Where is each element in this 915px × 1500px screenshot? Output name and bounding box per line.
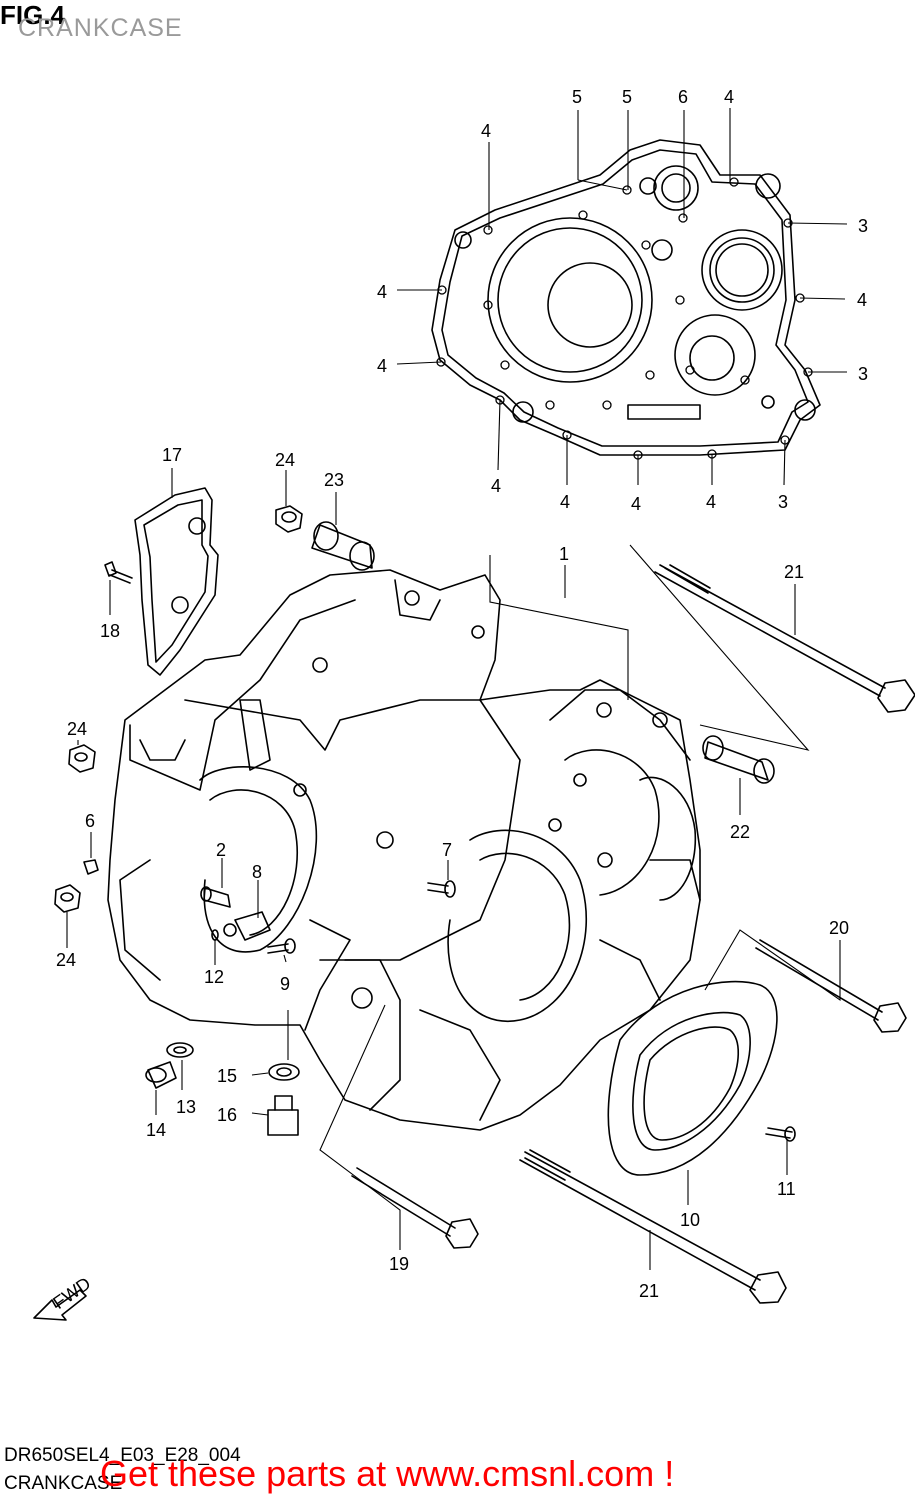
bolt-part-7 xyxy=(427,880,456,898)
crankcase-body-part xyxy=(107,569,701,1131)
callout-4-top-right: 4 xyxy=(724,87,734,107)
stud-bolt-part-21-bottom xyxy=(519,1149,787,1304)
nut-part-24-top xyxy=(275,505,303,533)
plug-part-16 xyxy=(267,1095,299,1136)
diagram-code: DR650SEL4_E03_E28_004 xyxy=(4,1445,241,1466)
seal-plate-part-10 xyxy=(607,980,778,1176)
callout-3a: 3 xyxy=(858,216,868,236)
nut-part-24-lower xyxy=(54,884,81,913)
callout-23: 23 xyxy=(324,470,344,490)
callout-18: 18 xyxy=(100,621,120,641)
callout-4-bottom-a: 4 xyxy=(491,476,501,496)
bracket-part-17 xyxy=(134,487,219,676)
diagram-name: CRANKCASE xyxy=(4,1473,123,1494)
dowel-part-23 xyxy=(311,521,375,571)
drain-plug-part-14 xyxy=(145,1061,177,1089)
callout-13: 13 xyxy=(176,1097,196,1117)
callout-15: 15 xyxy=(217,1066,237,1086)
bolt-part-19 xyxy=(351,1167,479,1249)
callout-8: 8 xyxy=(252,862,262,882)
callout-leader-lines xyxy=(66,108,848,1270)
bolt-part-18 xyxy=(104,561,133,584)
callout-9: 9 xyxy=(280,974,290,994)
callout-4-bottom-d: 4 xyxy=(706,492,716,512)
callout-24-left: 24 xyxy=(67,719,87,739)
callout-24-lower: 24 xyxy=(56,950,76,970)
callout-4-left-a: 4 xyxy=(377,282,387,302)
crankcase-gasket-part xyxy=(431,139,821,456)
callout-16: 16 xyxy=(217,1105,237,1125)
callout-6: 6 xyxy=(85,811,95,831)
dowel-part-22 xyxy=(702,735,775,784)
callout-12: 12 xyxy=(204,967,224,987)
callout-4-bottom-c: 4 xyxy=(631,494,641,514)
callout-2: 2 xyxy=(216,840,226,860)
figure-subtitle: CRANKCASE xyxy=(18,14,183,42)
stud-bolt-part-21-top xyxy=(654,564,915,713)
callout-17: 17 xyxy=(162,445,182,465)
callout-5c: 6 xyxy=(678,87,688,107)
callout-3c: 3 xyxy=(778,492,788,512)
callout-4-bottom-b: 4 xyxy=(560,492,570,512)
figure-number: FIG.4 xyxy=(0,0,66,30)
pin-part-12 xyxy=(211,929,219,941)
callout-20: 20 xyxy=(829,918,849,938)
callout-14: 14 xyxy=(146,1120,166,1140)
callout-1: 1 xyxy=(559,544,569,564)
fwd-direction-arrow xyxy=(33,1289,87,1321)
callout-21-top: 21 xyxy=(784,562,804,582)
callout-10: 10 xyxy=(680,1210,700,1230)
bolt-part-11 xyxy=(765,1126,796,1142)
dowel-part-2 xyxy=(200,886,231,908)
oil-jet-part-8 xyxy=(234,911,271,941)
callout-4-top-left: 4 xyxy=(481,121,491,141)
callout-5b: 5 xyxy=(622,87,632,107)
callout-24-top: 24 xyxy=(275,450,295,470)
callout-19: 19 xyxy=(389,1254,409,1274)
callout-11: 11 xyxy=(777,1179,796,1199)
callout-21-bottom: 21 xyxy=(639,1281,659,1301)
bolt-part-20 xyxy=(755,939,907,1033)
gasket-part-15 xyxy=(268,1063,300,1081)
callout-22: 22 xyxy=(730,822,750,842)
nut-part-24-left xyxy=(68,744,96,773)
washer-part-13 xyxy=(166,1042,194,1058)
callout-5a: 5 xyxy=(572,87,582,107)
callout-3b: 3 xyxy=(858,364,868,384)
callout-4-left-b: 4 xyxy=(377,356,387,376)
callout-4-right: 4 xyxy=(857,290,867,310)
callout-labels: 5 5 6 4 4 3 4 4 4 3 4 4 4 4 3 17 24 23 1… xyxy=(49,87,868,1313)
plug-part-6 xyxy=(83,859,99,875)
callout-7: 7 xyxy=(442,840,452,860)
promo-link[interactable]: Get these parts at www.cmsnl.com ! xyxy=(100,1453,675,1494)
gasket-bolt-holes xyxy=(436,177,813,460)
bolt-part-9 xyxy=(267,938,296,954)
